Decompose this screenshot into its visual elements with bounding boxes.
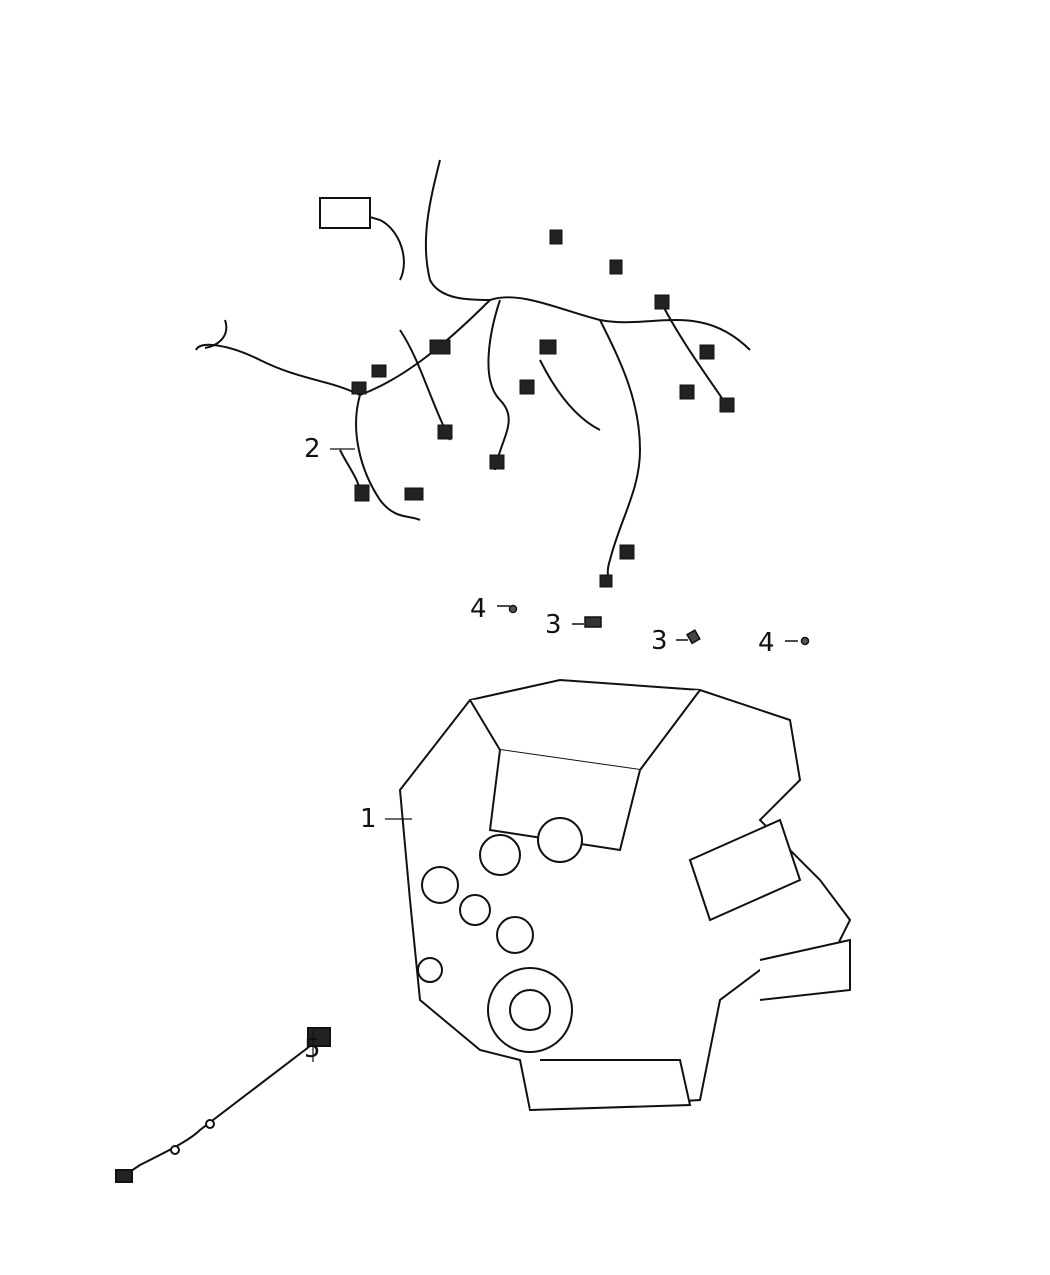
- callout-3a: 3: [545, 610, 562, 640]
- engine-illustration: [398, 678, 852, 1112]
- callout-5: 5: [304, 1034, 321, 1064]
- sensor-harness-illustration: [115, 1027, 331, 1183]
- callout-3b: 3: [651, 626, 668, 656]
- wiring-harness-illustration: [195, 159, 751, 586]
- callout-1: 1: [360, 804, 377, 834]
- callout-2: 2: [304, 434, 321, 464]
- leader-lines: [312, 448, 412, 1062]
- callout-4b: 4: [758, 628, 775, 658]
- harness-connectors: [319, 197, 735, 588]
- small-parts: [497, 604, 810, 646]
- callout-4a: 4: [470, 594, 487, 624]
